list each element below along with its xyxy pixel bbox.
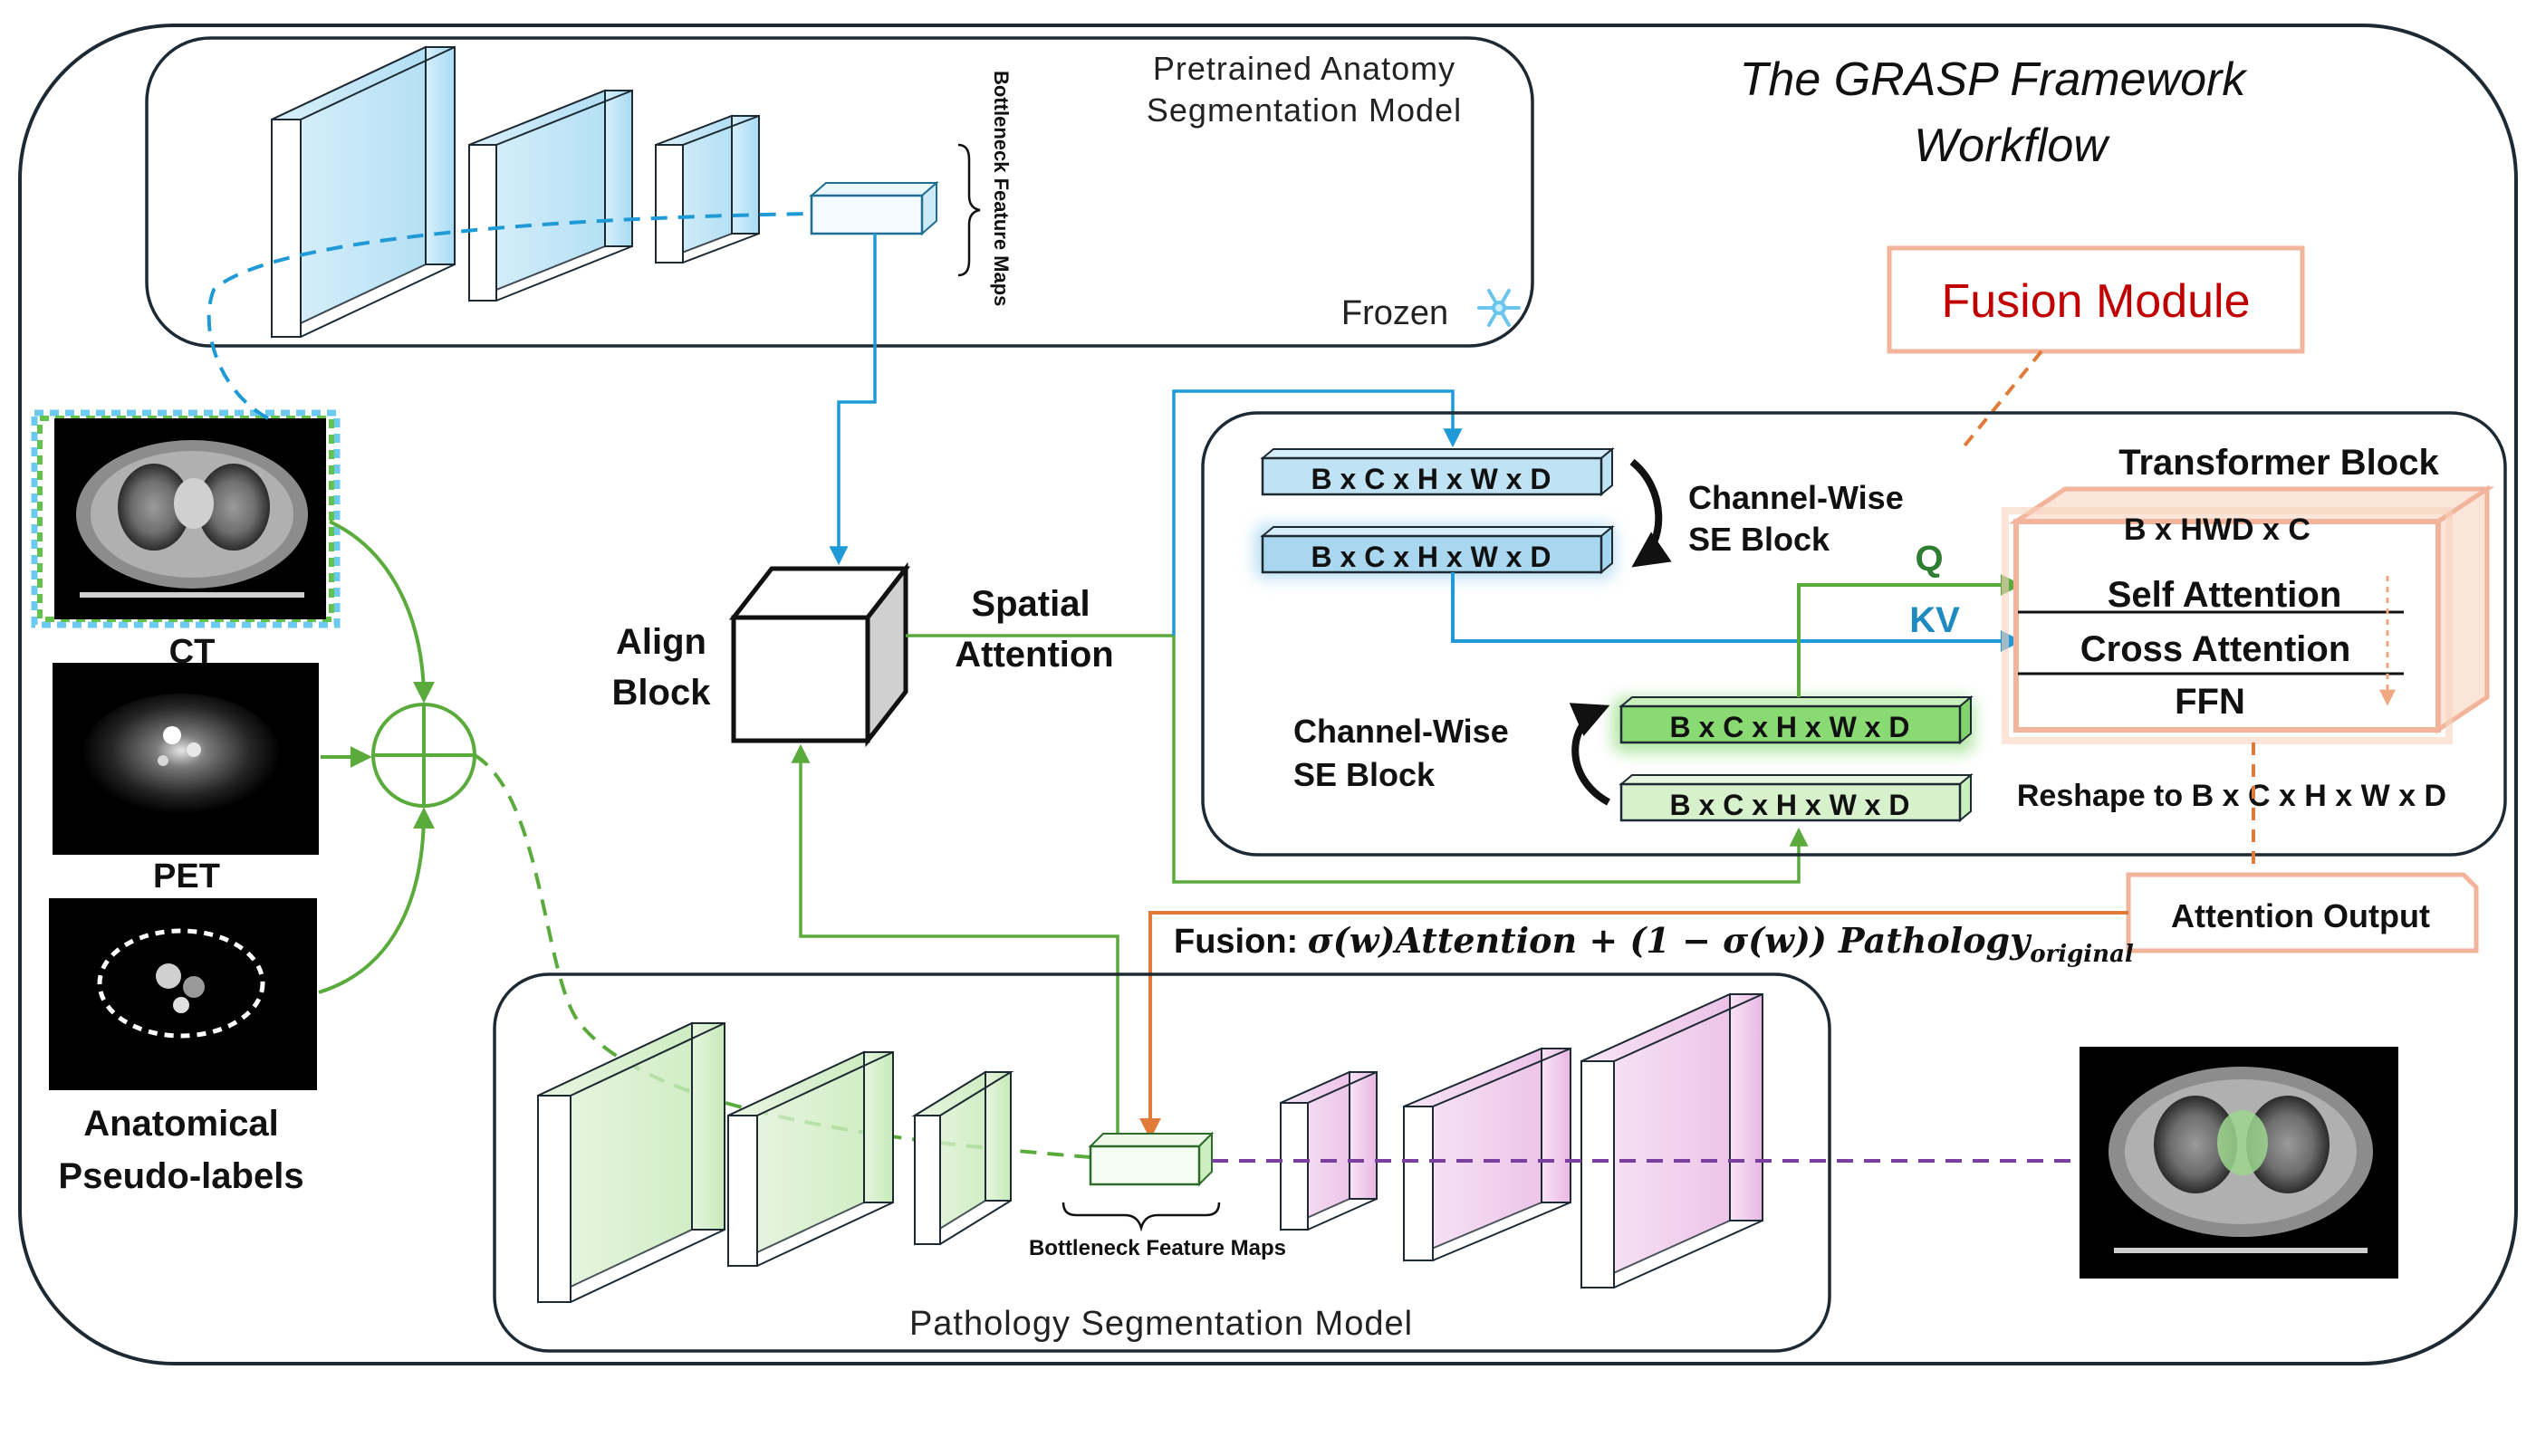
bottom-tensor-1-label: B x C x H x W x D [1670, 711, 1910, 743]
bottom-tensor-1: B x C x H x W x D [1612, 694, 1974, 753]
anatomy-model-title-line2: Segmentation Model [1147, 91, 1462, 129]
pathology-encoder-block-1 [537, 1021, 725, 1304]
attention-output-label: Attention Output [2171, 897, 2430, 934]
fusion-formula-body: σ(w)Attention + (1 − σ(w)) Pathology [1308, 920, 2032, 961]
output-segmentation-image [2080, 1047, 2398, 1279]
transformer-row-self-attention: Self Attention [2108, 575, 2342, 615]
bottom-se-label-line2: SE Block [1293, 756, 1436, 793]
circled-plus-icon [371, 703, 476, 808]
pathology-bottleneck-block [1088, 1131, 1215, 1187]
spatial-attention-label-line1: Spatial [971, 584, 1090, 624]
branch-to-top-se-arrow [1172, 389, 1463, 636]
anatomy-bottleneck-brace [957, 143, 981, 277]
spatial-attention-label-line2: Attention [955, 635, 1114, 675]
pseudo-label-image [49, 898, 317, 1090]
branch-to-bottom-se-arrow [1172, 636, 1809, 884]
input-ct-panel [31, 409, 341, 628]
bottom-se-cycle-arrow [1569, 703, 1611, 806]
top-se-cycle-arrow [1629, 458, 1672, 568]
bottom-tensor-2: B x C x H x W x D [1619, 772, 1974, 823]
fusion-formula-subscript: original [2030, 941, 2134, 968]
top-se-label-line2: SE Block [1688, 521, 1830, 558]
ct-to-combine-arrow [329, 520, 435, 704]
fusion-module-pointer [1960, 350, 2043, 451]
bottom-se-label-line1: Channel-Wise [1293, 713, 1509, 750]
framework-title-line1: The GRASP Framework [1740, 53, 2249, 106]
transformer-block-title: Transformer Block [2118, 443, 2439, 483]
kv-label: KV [1909, 600, 1960, 640]
ct-to-anatomy-dashed-path [207, 212, 812, 420]
fusion-formula-prefix: Fusion: [1174, 923, 1308, 961]
framework-title-line2: Workflow [1914, 120, 2110, 172]
pseudo-labels-label-line2: Pseudo-labels [58, 1156, 303, 1196]
fusion-formula: Fusion: σ(w)Attention + (1 − σ(w)) Patho… [1174, 920, 2134, 968]
snowflake-icon [1477, 289, 1521, 327]
top-tensor-2-label: B x C x H x W x D [1311, 541, 1551, 573]
top-tensor-2: B x C x H x W x D [1254, 523, 1616, 580]
pathology-decoder-block-1 [1280, 1070, 1378, 1231]
q-arrow [1797, 574, 2022, 697]
pathology-model-panel [493, 972, 1831, 1353]
anatomy-model-panel: Pretrained Anatomy Segmentation Model Fr… [145, 36, 1534, 348]
fusion-module-panel [1201, 411, 2507, 857]
pseudo-to-combine-arrow [318, 807, 435, 994]
input-pet-panel [53, 663, 319, 855]
reshape-label: Reshape to B x C x H x W x D [2017, 779, 2446, 813]
transformer-row-ffn: FFN [2175, 682, 2245, 722]
pathology-to-align-arrow [791, 743, 1119, 1141]
align-block-cube [728, 561, 911, 748]
pseudo-labels-label-line1: Anatomical [83, 1104, 279, 1144]
anatomy-bottleneck-block [809, 180, 939, 236]
pathology-encoder-block-2 [727, 1050, 894, 1268]
bottom-tensor-2-label: B x C x H x W x D [1670, 789, 1910, 821]
transformer-row-cross-attention: Cross Attention [2080, 629, 2351, 669]
outer-frame [18, 24, 2518, 1365]
transformer-block-box [2002, 484, 2495, 744]
transformer-shape-label: B x HWD x C [2124, 512, 2310, 547]
anatomy-encoder-block-2 [468, 89, 633, 302]
pathology-model-title: Pathology Segmentation Model [909, 1305, 1413, 1343]
kv-arrow [1451, 572, 2022, 652]
pathology-decoder-block-3 [1580, 992, 1763, 1289]
top-tensor-1: B x C x H x W x D [1260, 446, 1615, 497]
attention-output-box [2126, 872, 2479, 953]
fusion-module-label-box [1887, 245, 2305, 354]
fusion-module-label: Fusion Module [1941, 275, 2250, 328]
top-se-label-line1: Channel-Wise [1688, 479, 1904, 516]
q-label: Q [1915, 539, 1943, 579]
align-block-label-line2: Block [612, 673, 712, 713]
align-block-label-line1: Align [616, 622, 706, 662]
pathology-bottleneck-brace [1061, 1202, 1221, 1232]
pathology-bottleneck-label: Bottleneck Feature Maps [1029, 1236, 1286, 1260]
top-tensor-1-label: B x C x H x W x D [1311, 463, 1551, 495]
pathology-decoder-block-2 [1403, 1047, 1571, 1262]
attention-to-pathology-arrow [1139, 911, 2128, 1140]
input-pseudo-labels-panel [49, 898, 317, 1090]
anatomy-encoder-block-3 [655, 114, 760, 264]
frozen-label: Frozen [1341, 294, 1448, 332]
anatomy-model-title-line1: Pretrained Anatomy [1153, 50, 1455, 87]
pet-label: PET [153, 857, 220, 896]
anatomy-bottleneck-label: Bottleneck Feature Maps [990, 71, 1013, 306]
anatomy-encoder-block-1 [271, 45, 456, 339]
anatomy-to-align-arrow [829, 234, 877, 566]
pathology-encoder-block-3 [911, 1070, 1014, 1246]
